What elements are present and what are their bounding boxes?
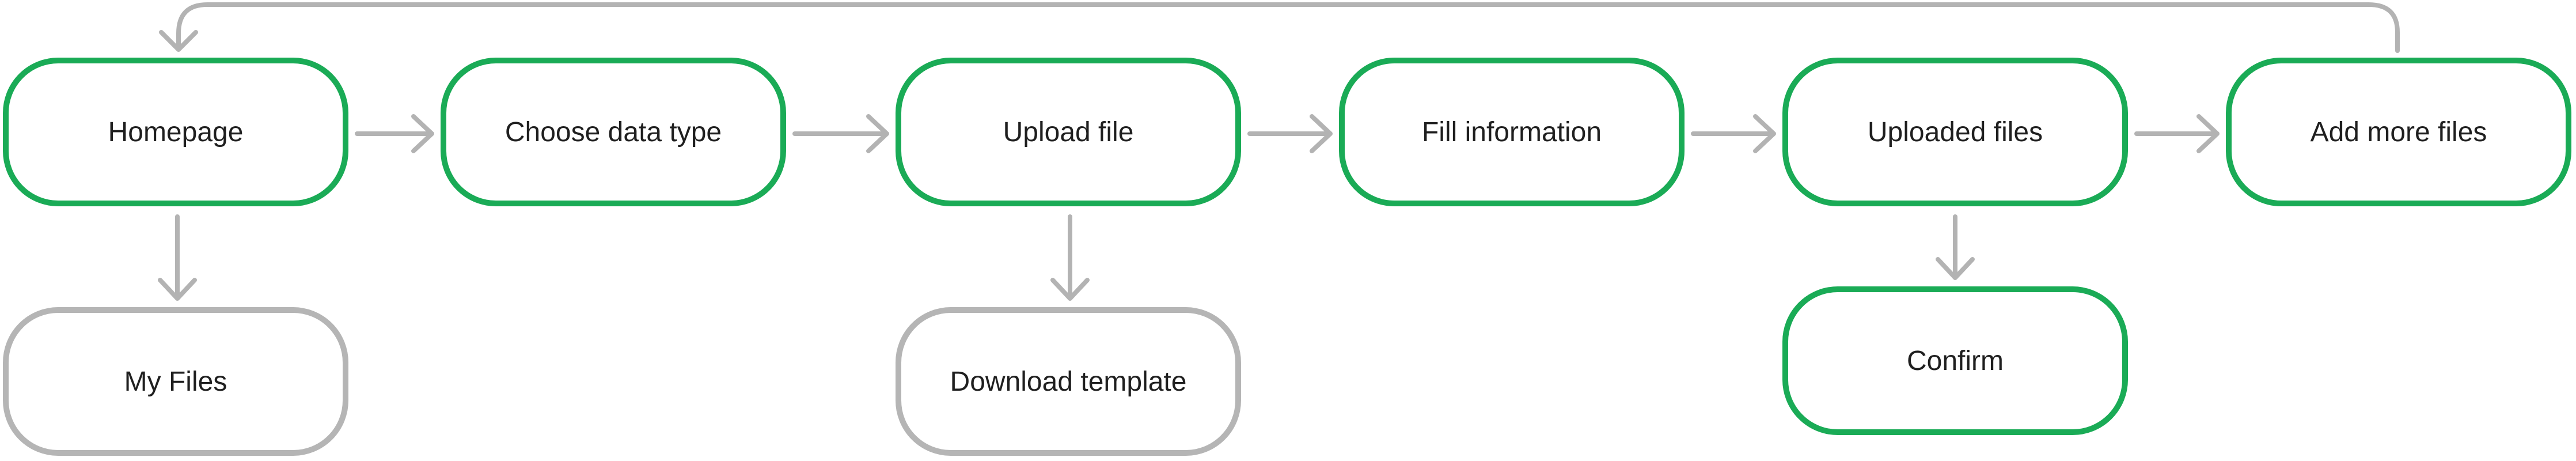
node-my-files-label: My Files [124,366,227,397]
node-confirm-label: Confirm [1906,345,2004,376]
arrow-homepage-to-choose-data-type [355,114,434,153]
node-add-more-files: Add more files [2226,58,2571,206]
node-add-more-files-label: Add more files [2310,116,2487,148]
node-download-template: Download template [896,307,1241,456]
node-homepage-label: Homepage [108,116,244,148]
node-homepage: Homepage [3,58,348,206]
arrow-choose-data-type-to-upload-file [792,114,889,153]
node-upload-file-label: Upload file [1003,116,1134,148]
node-choose-data-type-label: Choose data type [504,116,722,148]
node-uploaded-files: Uploaded files [1782,58,2128,206]
arrow-upload-file-to-download-template [1050,214,1090,301]
arrow-uploaded-files-to-add-more-files [2134,114,2220,153]
arrow-add-more-files-to-homepage [159,2,2400,53]
arrow-upload-file-to-fill-information [1247,114,1333,153]
arrow-uploaded-files-to-confirm [1936,214,1975,280]
node-uploaded-files-label: Uploaded files [1867,116,2043,148]
arrow-fill-information-to-uploaded-files [1691,114,1776,153]
node-download-template-label: Download template [950,366,1187,397]
node-fill-information-label: Fill information [1421,116,1602,148]
arrow-homepage-to-my-files [158,214,197,301]
node-confirm: Confirm [1782,286,2128,435]
node-upload-file: Upload file [896,58,1241,206]
node-my-files: My Files [3,307,348,456]
node-choose-data-type: Choose data type [441,58,786,206]
node-fill-information: Fill information [1339,58,1685,206]
